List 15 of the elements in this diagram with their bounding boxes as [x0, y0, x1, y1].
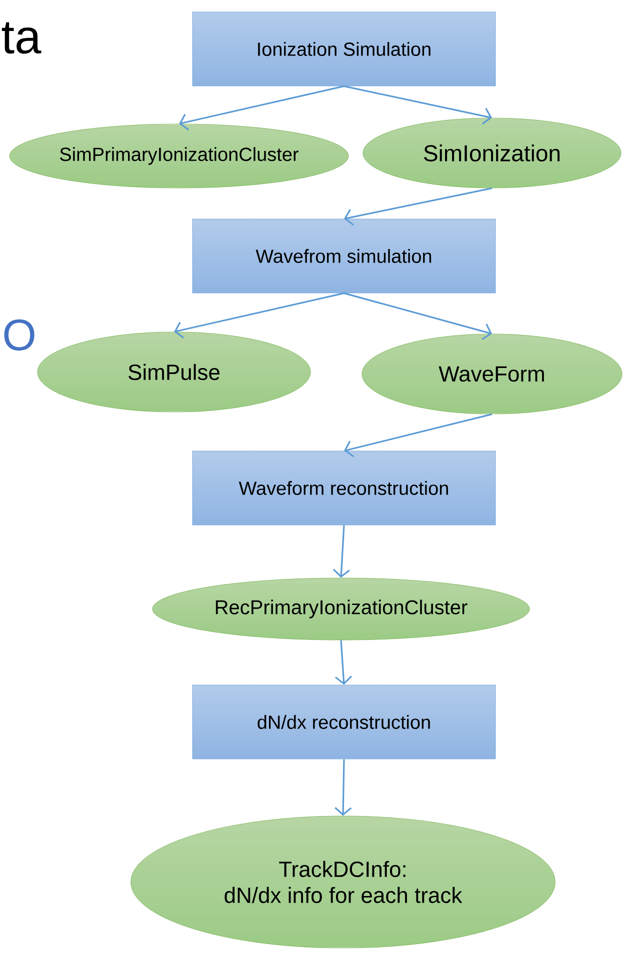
fragment-text: O: [4, 319, 34, 351]
arrow: [334, 759, 352, 816]
fragment-text: ta: [2, 22, 42, 54]
arrow: [332, 525, 350, 578]
arrow: [344, 292, 492, 340]
process-box: Waveform reconstruction: [192, 450, 496, 526]
process-box: Wavefrom simulation: [192, 218, 496, 294]
arrow: [344, 85, 492, 125]
arrow: [179, 85, 344, 130]
arrow: [174, 292, 344, 338]
arrow: [344, 187, 492, 226]
arrow: [344, 413, 492, 458]
arrow: [335, 640, 352, 685]
process-box: dN/dx reconstruction: [192, 684, 496, 760]
process-box: Ionization Simulation: [192, 12, 496, 86]
